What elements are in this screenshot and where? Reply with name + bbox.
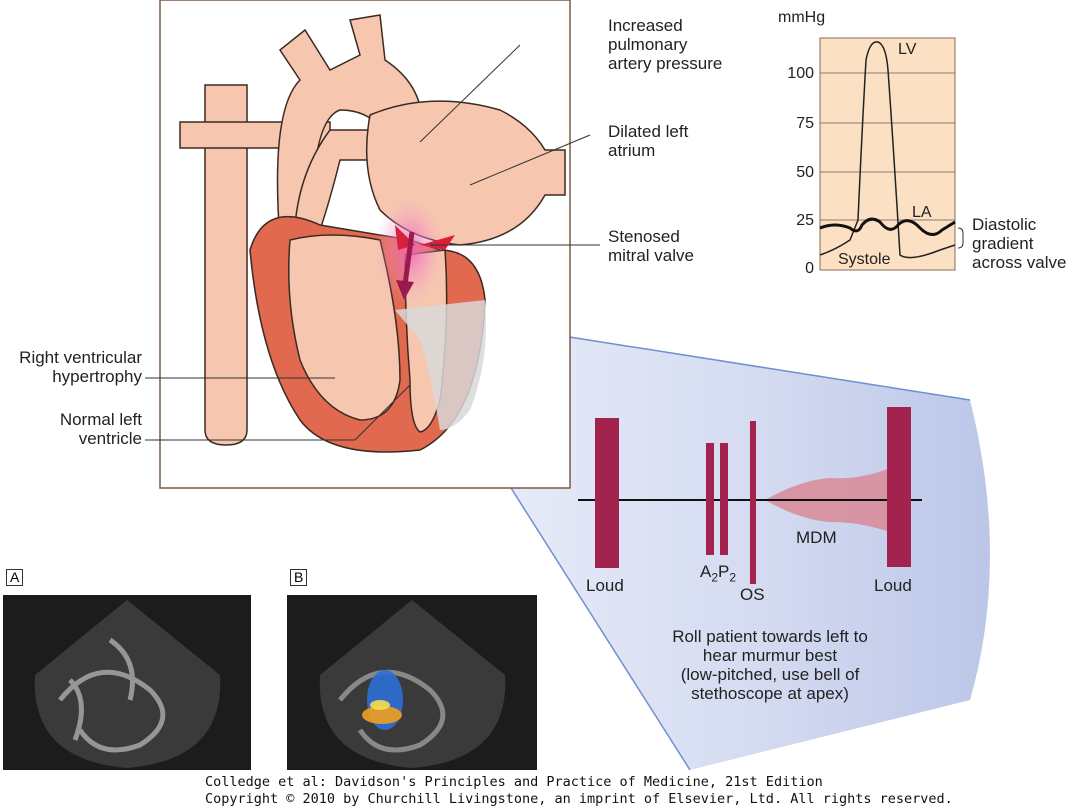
label-pulmonary-pressure: Increased pulmonary artery pressure [608,16,722,73]
flow-arrow [402,231,415,286]
echo-b-sector [319,600,506,768]
mitral-leaflet-right [420,235,455,250]
p2-subscript: 2 [729,570,737,585]
label-line: hear murmur best [702,646,838,665]
label-line: mitral valve [608,246,694,265]
label-line: Roll patient towards left to [672,627,868,646]
label-line: Dilated left [608,122,689,141]
tick-75: 75 [796,115,814,132]
tick-50: 50 [796,164,814,181]
label-line: Diastolic [972,215,1037,234]
label-line: artery pressure [608,54,723,73]
instruction-text: Roll patient towards left to hear murmur… [640,627,900,703]
label-line: Increased [608,16,683,35]
label-line: Right ventricular [19,348,142,367]
label-dilated-atrium: Dilated left atrium [608,122,688,160]
label-normal-lv: Normal left ventricle [0,410,142,448]
chart-unit: mmHg [778,9,826,26]
la-pressure-curve [819,217,956,236]
la-label: LA [912,204,932,221]
credit-line-1: Colledge et al: Davidson's Principles an… [205,774,823,790]
label-line: across valve [972,253,1067,272]
s1-bar-left [595,418,619,568]
label-line: hypertrophy [52,367,142,386]
tick-25: 25 [796,212,814,229]
pressure-chart [819,37,964,271]
lv-label: LV [898,41,917,58]
credit-line-2: Copyright © 2010 by Churchill Livingston… [205,791,953,807]
label-line: pulmonary [608,35,688,54]
doppler-orange [362,706,402,724]
os-bar [750,421,756,584]
label-line: atrium [608,141,656,160]
p2-bar [720,443,728,555]
label-line: Normal left [59,410,142,429]
loud-left-label: Loud [586,576,624,595]
systole-label: Systole [838,251,891,268]
phonocardiogram [578,407,922,584]
loud-right-label: Loud [874,576,912,595]
tick-100: 100 [787,65,814,82]
tick-0: 0 [805,260,814,277]
a2-subscript: 2 [711,570,719,585]
panel-a-tag: A [6,569,24,586]
panel-b-tag: B [290,569,308,586]
gradient-label: Diastolic gradient across valve [972,215,1066,272]
apex-shading [395,300,486,430]
mdm-label: MDM [796,528,837,547]
echo-a-texture [58,637,166,753]
flow-arrowhead [396,280,414,300]
doppler-yellow [370,700,390,710]
leader-lines [145,44,600,441]
os-label: OS [740,585,765,604]
heart-illustration [179,14,566,453]
a2-bar [706,443,714,555]
lv-pressure-curve [819,41,956,259]
label-line: Stenosed [608,227,680,246]
label-rv-hypertrophy: Right ventricular hypertrophy [0,348,142,386]
label-line: stethoscope at apex) [691,684,849,703]
chart-background [819,37,956,271]
label-line: gradient [972,234,1034,253]
p2-letter: P [718,562,730,581]
label-line: (low-pitched, use bell of [680,665,860,684]
gradient-bracket [957,227,964,249]
label-stenosed-valve: Stenosed mitral valve [608,227,694,265]
a2-letter: A [700,562,712,581]
right-ventricle-cavity [288,234,401,421]
vena-cava [204,84,248,446]
s1-bar-right [887,407,911,567]
a2p2-label: A2P2 [700,562,736,587]
label-line: ventricle [78,429,142,448]
